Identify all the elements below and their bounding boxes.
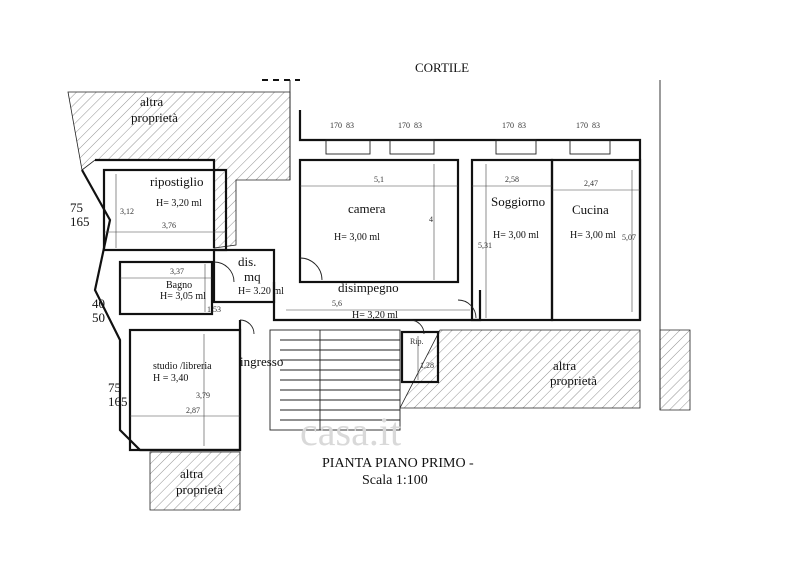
outer-wall-inner-left (95, 158, 216, 248)
door-arc-dis (213, 261, 235, 283)
neighbor-right-line2: proprietà (550, 373, 597, 388)
wm-left-middle-a: 40 (92, 296, 105, 311)
wm4-a: 170 (576, 121, 588, 130)
bagno-walls (118, 260, 214, 316)
dis-walls (212, 248, 276, 304)
wm-left-middle-b: 50 (92, 310, 105, 325)
room-soggiorno-name: Soggiorno (491, 194, 545, 209)
room-ingresso-name: ingresso (240, 354, 283, 369)
room-cucina-height: H= 3,00 ml (570, 230, 616, 241)
disimpegno-walls (272, 282, 482, 322)
neighbor-top-left-line1: altra (140, 94, 163, 109)
wm3-a: 170 (502, 121, 514, 130)
room-dis-name: dis. (238, 254, 256, 269)
wm1-a: 170 (330, 121, 342, 130)
dim-cucina-h: 5,07 (622, 233, 636, 242)
neighbor-hatch-right (399, 329, 641, 409)
plan-scale: Scala 1:100 (362, 473, 428, 488)
dim-camera-h: 4 (429, 215, 433, 224)
camera-walls (298, 158, 460, 284)
room-disimpegno-height: H= 3,20 ml (352, 310, 398, 321)
dim-rip-small-h: 1,28 (420, 361, 434, 370)
room-disimpegno-name: disimpegno (338, 280, 399, 295)
watermark: casa.it (300, 409, 401, 454)
room-camera-name: camera (348, 201, 386, 216)
door-arc-ingresso (239, 319, 255, 335)
dim-bagno-w: 3,37 (170, 267, 184, 276)
wm2-a: 170 (398, 121, 410, 130)
wm-left-upper-a: 75 (70, 200, 83, 215)
neighbor-bottom-line2: proprietà (176, 482, 223, 497)
ripostiglio-walls (102, 168, 228, 252)
neighbor-hatch-bottom (149, 451, 241, 511)
dim-rip-h: 3,12 (120, 207, 134, 216)
stair-steps (280, 330, 400, 430)
room-cucina-name: Cucina (572, 202, 609, 217)
neighbor-hatch-far-right (659, 329, 691, 411)
wm2-b: 83 (414, 121, 422, 130)
wm-left-lower-a: 75 (108, 380, 121, 395)
wm4-b: 83 (592, 121, 600, 130)
room-rip-name: Rip. (410, 337, 424, 346)
dim-camera-w: 5,1 (374, 175, 384, 184)
dim-studio-h: 3,79 (196, 391, 210, 400)
neighbor-top-left-line2: proprietà (131, 110, 178, 125)
neighbor-bottom-line1: altra (180, 466, 203, 481)
plan-title: PIANTA PIANO PRIMO - (322, 456, 474, 471)
room-bagno-name: Bagno (166, 280, 192, 291)
room-soggiorno-height: H= 3,00 ml (493, 230, 539, 241)
door-arc-soggiorno (457, 299, 477, 319)
wm1-b: 83 (346, 121, 354, 130)
dim-cucina-w: 2,47 (584, 179, 598, 188)
room-dis-unit: mq (244, 269, 261, 284)
wm3-b: 83 (518, 121, 526, 130)
room-bagno-height: H= 3,05 ml (160, 291, 206, 302)
door-arc-rip (409, 319, 425, 335)
dim-studio-w: 2,87 (186, 406, 200, 415)
wm-left-upper-b: 165 (70, 214, 90, 229)
cucina-walls (550, 158, 642, 322)
room-ripostiglio-name: ripostiglio (150, 174, 203, 189)
ripostiglio-small-walls (400, 330, 440, 384)
studio-walls (128, 328, 242, 452)
wm-left-lower-b: 165 (108, 394, 128, 409)
window-notches (325, 139, 611, 155)
room-studio-height: H = 3,40 (153, 373, 188, 384)
dimension-lines (104, 164, 640, 446)
room-camera-height: H= 3,00 ml (334, 232, 380, 243)
room-studio-name: studio /libreria (153, 361, 212, 372)
room-ripostiglio-height: H= 3,20 ml (156, 198, 202, 209)
dim-soggiorno-h: 5,31 (478, 241, 492, 250)
room-dis-height: H= 3.20 ml (238, 286, 284, 297)
neighbor-right-line1: altra (553, 358, 576, 373)
dim-bagno-h: 1,53 (207, 305, 221, 314)
dim-disimp-w: 5,6 (332, 299, 342, 308)
dim-rip-w: 3,76 (162, 221, 176, 230)
door-arc-camera (299, 257, 323, 281)
dim-soggiorno-w: 2,58 (505, 175, 519, 184)
courtyard-label: CORTILE (415, 60, 469, 75)
